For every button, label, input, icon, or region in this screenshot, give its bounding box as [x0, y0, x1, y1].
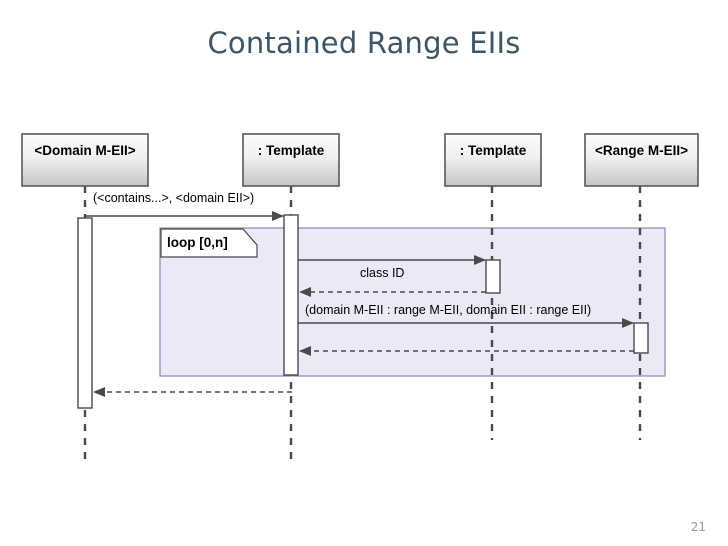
- lifeline-box-range-meii: [584, 133, 699, 187]
- lifeline-box-domain-meii: [21, 133, 149, 187]
- lifeline-label-template-left: : Template: [257, 143, 325, 158]
- message-label-domain-range-mapping: (domain M-EII : range M-EII, domain EII …: [305, 303, 592, 317]
- lifeline-box-template-left: [242, 133, 340, 187]
- activation-bar-domain-meii: [77, 217, 93, 409]
- activation-bar-template-left: [283, 214, 299, 376]
- page-number: 21: [690, 520, 706, 534]
- lifeline-label-template-right: : Template: [459, 143, 527, 158]
- message-label-contains-domain-eii: (<contains...>, <domain EII>): [93, 191, 255, 205]
- activation-bar-range-meii: [633, 322, 649, 354]
- loop-fragment: [159, 227, 666, 377]
- loop-fragment-tab: [160, 228, 258, 258]
- lifeline-label-domain-meii: <Domain M-EII>: [34, 143, 136, 158]
- lifeline-boxes: [21, 133, 699, 187]
- messages-group: [85, 211, 634, 397]
- activation-bars: [77, 214, 649, 409]
- message-label-class-id: class ID: [360, 266, 405, 280]
- lifeline-label-range-meii: <Range M-EII>: [594, 143, 689, 158]
- activation-bar-template-right: [485, 259, 501, 294]
- loop-fragment-label: loop [0,n]: [167, 235, 228, 250]
- page-title: Contained Range EIIs: [207, 26, 521, 60]
- lifeline-box-template-right: [444, 133, 542, 187]
